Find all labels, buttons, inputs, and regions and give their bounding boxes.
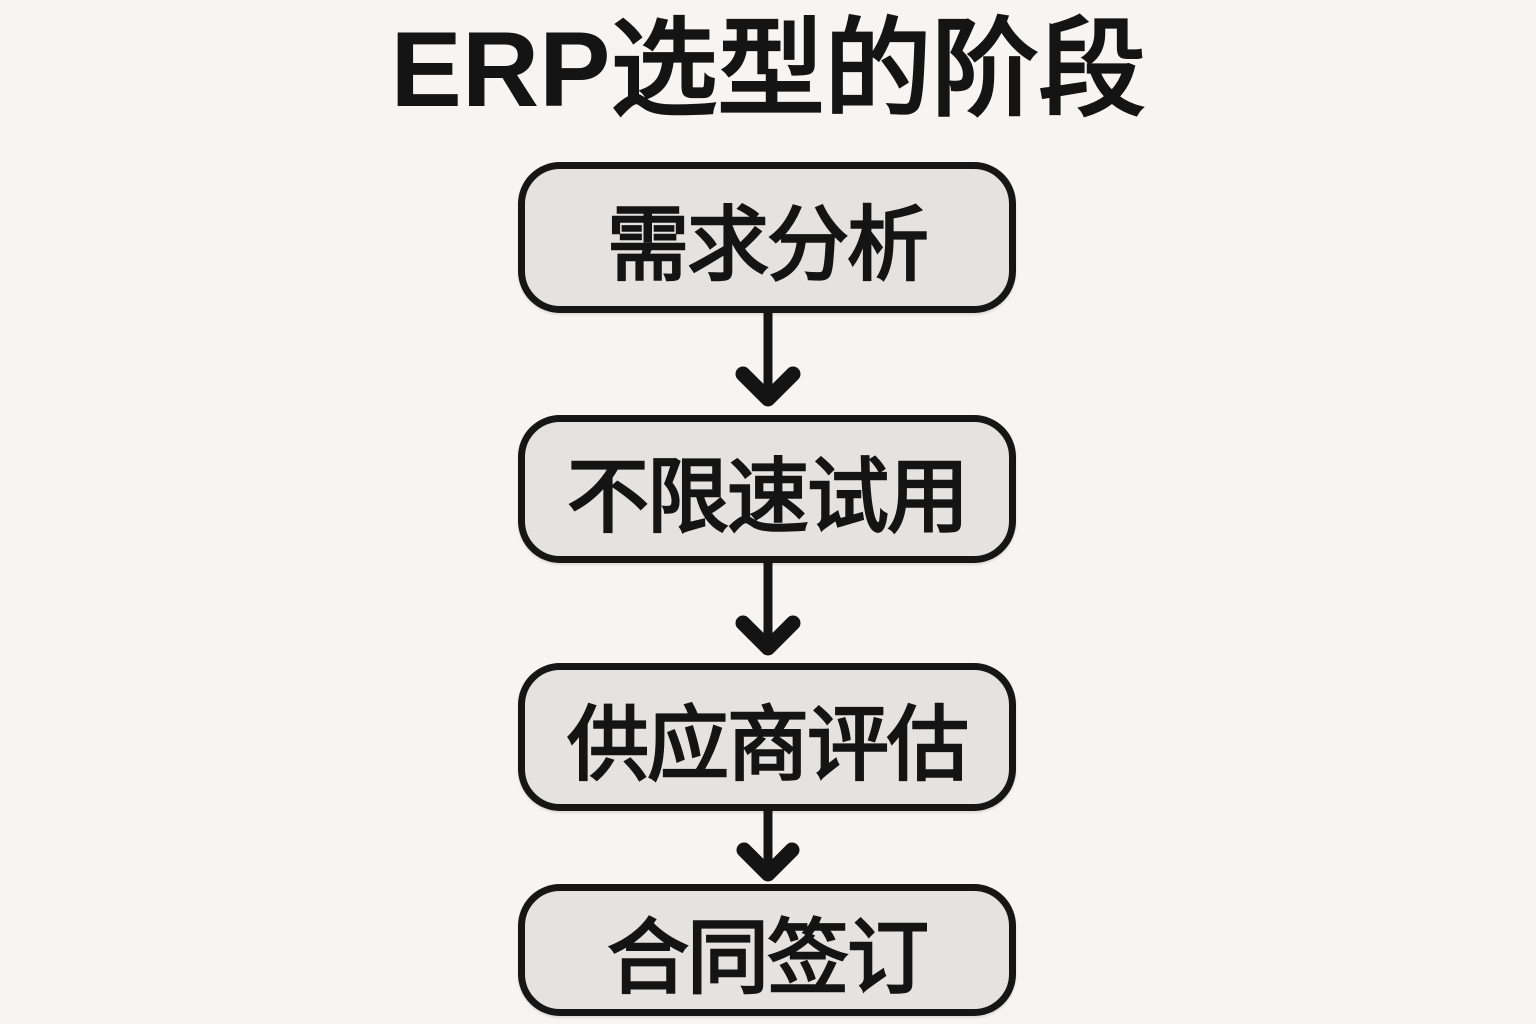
down-arrow-icon	[727, 811, 809, 882]
flow-step-contract-signing: 合同签订	[518, 884, 1016, 1016]
flow-step-label: 不限速试用	[566, 451, 969, 543]
diagram-title: ERP选型的阶段	[390, 9, 1146, 129]
down-arrow-icon	[727, 563, 809, 657]
flow-step-trial: 不限速试用	[518, 415, 1016, 563]
flow-step-vendor-evaluation: 供应商评估	[518, 663, 1016, 811]
flow-step-label: 需求分析	[606, 200, 929, 291]
flow-step-label: 供应商评估	[566, 699, 969, 791]
flow-step-requirements-analysis: 需求分析	[518, 162, 1016, 313]
down-arrow-icon	[727, 313, 809, 408]
flow-step-label: 合同签订	[606, 912, 929, 1004]
